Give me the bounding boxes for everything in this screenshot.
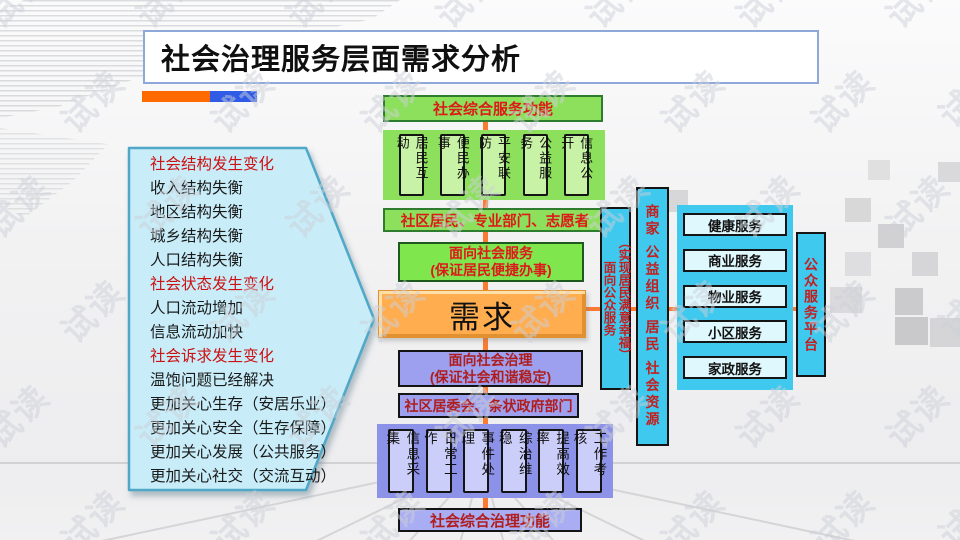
demand-causes-list: 社会结构发生变化 收入结构失衡 地区结构失衡 城乡结构失衡 人口结构失衡 社会状…	[150, 153, 368, 489]
governance-item-box: 日常工作	[422, 429, 457, 493]
governance-function-box: 社会综合治理功能	[398, 508, 582, 532]
governance-actors-box: 社区居委会、条状政府部门	[398, 393, 579, 418]
list-item: 更加关心社交（交流互动）	[150, 468, 337, 485]
mosaic-square	[912, 252, 938, 276]
mosaic-square	[845, 252, 871, 276]
list-item: 社会状态发生变化	[150, 276, 275, 293]
mosaic-square	[930, 318, 960, 347]
demand-causes-arrow	[127, 146, 376, 492]
governance-item-box: 事件处理	[459, 429, 494, 493]
mosaic-square	[895, 317, 928, 345]
mosaic-square	[878, 224, 904, 248]
watermark-text: 试读	[873, 0, 959, 37]
public-service-orientation-box: （实现居民满意幸福） 面向公众服务	[600, 207, 631, 390]
list-item: 人口流动增加	[150, 300, 244, 317]
list-item: 更加关心安全（生存保障）	[150, 420, 337, 437]
service-orientation-box: 面向社会服务 (保证居民便捷办事)	[398, 242, 584, 282]
service-item-box: 公益服务	[518, 134, 552, 196]
public-service-box: 家政服务	[683, 356, 787, 379]
list-item: 社会结构发生变化	[150, 156, 275, 173]
public-services-panel: 健康服务 商业服务 物业服务 小区服务 家政服务	[677, 205, 793, 390]
watermark-text: 试读	[931, 82, 960, 136]
governance-item-box: 提高效率	[534, 429, 569, 493]
title-accent-bar-blue	[210, 91, 257, 102]
service-actors-box: 社区居民、专业部门、志愿者	[383, 208, 607, 232]
watermark-text: 试读	[931, 502, 960, 540]
page-title: 社会治理服务层面需求分析	[161, 44, 522, 76]
service-orientation-line2: (保证居民便捷办事)	[430, 262, 552, 278]
mosaic-square	[895, 288, 923, 315]
governance-orientation-line1: 面向社会治理	[448, 351, 533, 368]
public-service-orientation-text: （实现居民满意幸福） 面向公众服务	[601, 236, 631, 361]
governance-items-strip: 信息采集 日常工作 事件处理 综治维稳 提高效率 工作考核	[377, 424, 613, 498]
watermark-text: 试读	[54, 483, 133, 540]
demand-label: 需求	[449, 299, 515, 335]
service-item-box: 便民办事	[436, 134, 470, 196]
public-service-box: 物业服务	[683, 284, 787, 308]
public-service-box: 小区服务	[683, 320, 787, 344]
list-item: 信息流动加快	[150, 324, 244, 341]
governance-orientation-box: 面向社会治理 (保证社会和谐稳定)	[398, 350, 583, 387]
list-item: 人口结构失衡	[150, 252, 244, 269]
service-function-box: 社会综合服务功能	[383, 95, 603, 122]
list-item: 社会诉求发生变化	[150, 348, 275, 365]
mosaic-square	[938, 162, 960, 182]
world-map-texture-small	[0, 128, 108, 218]
watermark-text: 试读	[654, 483, 733, 540]
public-service-box: 健康服务	[683, 213, 787, 236]
watermark-text: 试读	[54, 273, 133, 351]
service-item-box: 信息公开	[559, 134, 593, 196]
governance-item-box: 信息采集	[384, 429, 419, 493]
service-items-strip: 居民互动 便民办事 平安联防 公益服务 信息公开	[383, 130, 605, 200]
service-orientation-line1: 面向社会服务	[449, 245, 533, 261]
list-item: 温饱问题已经解决	[150, 372, 275, 389]
governance-orientation-line2: (保证社会和谐稳定)	[429, 368, 552, 385]
mosaic-square	[845, 198, 871, 222]
mosaic-square	[868, 160, 890, 180]
mosaic-square	[830, 287, 862, 313]
service-item-box: 居民互动	[395, 134, 429, 196]
demand-box: 需求	[378, 290, 586, 338]
governance-item-box: 综治维稳	[497, 429, 532, 493]
title-accent-bar-orange	[142, 91, 210, 102]
title-box: 社会治理服务层面需求分析	[143, 30, 819, 84]
public-service-platform-box: 公众服务平台	[796, 232, 826, 377]
social-resources-box: 商家 公益组织 居民 社会资源	[636, 187, 669, 446]
watermark-text: 试读	[0, 378, 58, 456]
list-item: 更加关心发展（公共服务）	[150, 444, 337, 461]
service-item-box: 平安联防	[477, 134, 511, 196]
governance-item-box: 工作考核	[572, 429, 607, 493]
list-item: 更加关心生存（安居乐业）	[150, 396, 337, 413]
list-item: 收入结构失衡	[150, 180, 244, 197]
watermark-text: 试读	[879, 378, 958, 456]
public-service-box: 商业服务	[683, 248, 787, 272]
list-item: 地区结构失衡	[150, 204, 244, 221]
list-item: 城乡结构失衡	[150, 228, 244, 245]
